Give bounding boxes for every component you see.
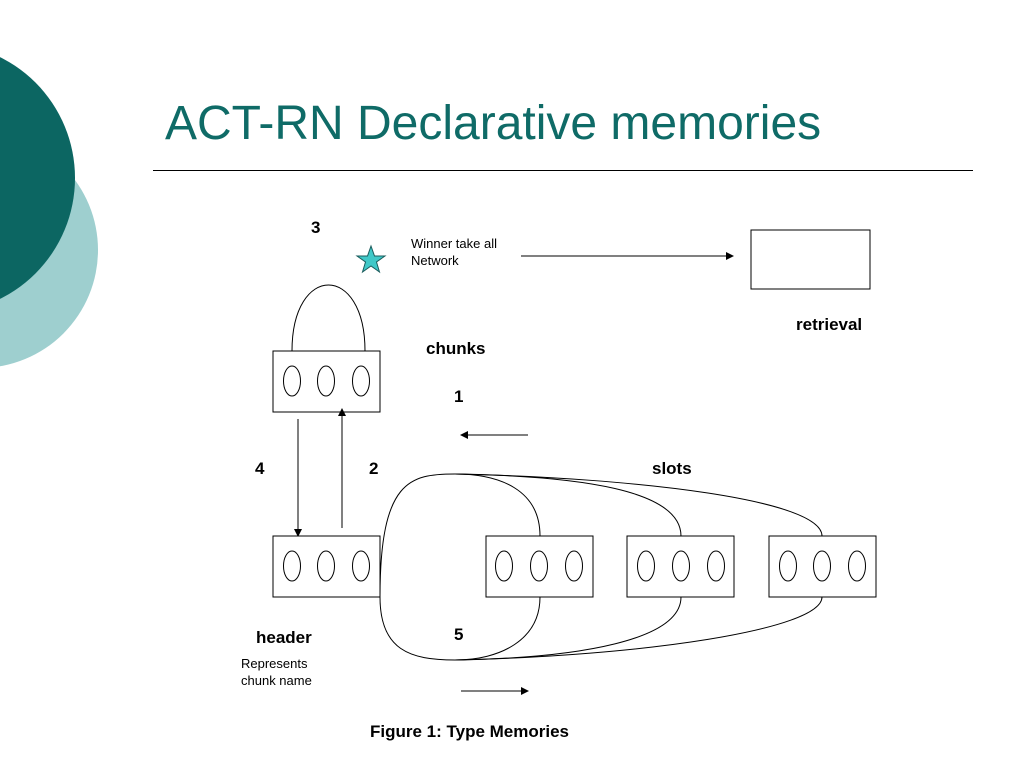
star-icon bbox=[355, 244, 387, 274]
arc-to-slot3-bottom bbox=[454, 596, 823, 661]
arc-to-slot2-top bbox=[454, 473, 682, 537]
winner-line1: Winner take all bbox=[411, 236, 497, 251]
label-4: 4 bbox=[255, 459, 265, 478]
label-5: 5 bbox=[454, 625, 464, 644]
dark-teal-circle bbox=[0, 57, 75, 299]
represents-line2: chunk name bbox=[241, 673, 312, 688]
decorative-circles bbox=[0, 57, 98, 367]
winner-loop-arc bbox=[291, 284, 366, 352]
winner-line2: Network bbox=[411, 253, 459, 268]
label-3: 3 bbox=[311, 218, 321, 237]
slide-title: ACT-RN Declarative memories bbox=[165, 97, 822, 150]
chunks-label: chunks bbox=[426, 339, 486, 358]
represents-line1: Represents bbox=[241, 656, 308, 671]
label-1: 1 bbox=[454, 387, 464, 406]
retrieval-box bbox=[750, 229, 871, 290]
title-divider bbox=[153, 170, 973, 171]
arc-to-slot2-bottom bbox=[454, 596, 682, 661]
arc-to-slot3-top bbox=[454, 473, 823, 537]
slot-box-2 bbox=[626, 535, 735, 598]
header-label: header bbox=[256, 628, 312, 647]
figure-caption: Figure 1: Type Memories bbox=[370, 722, 570, 741]
label-2: 2 bbox=[369, 459, 379, 478]
slot-box-3 bbox=[768, 535, 877, 598]
slot-box-1 bbox=[485, 535, 594, 598]
header-box bbox=[272, 535, 381, 598]
chunk-box bbox=[272, 350, 381, 413]
slots-label: slots bbox=[652, 459, 692, 478]
retrieval-label: retrieval bbox=[796, 315, 863, 334]
